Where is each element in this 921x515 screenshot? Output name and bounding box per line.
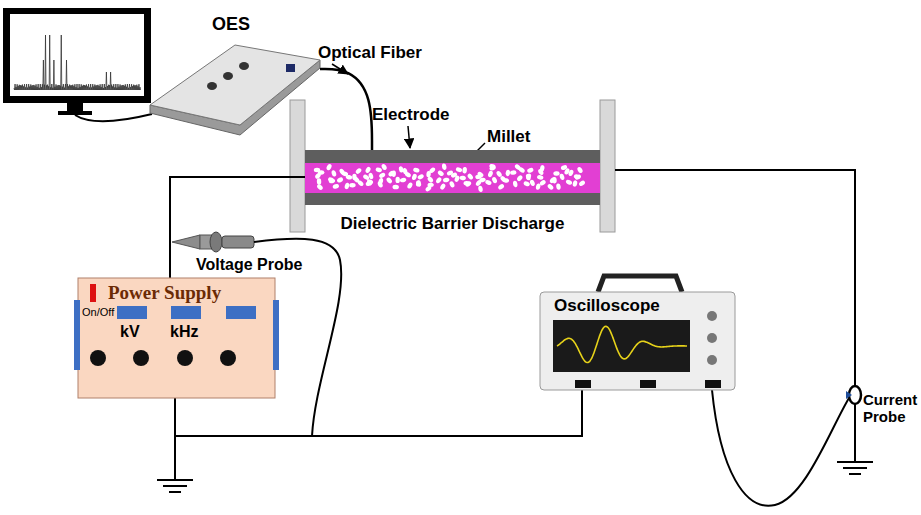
control-label: kHz: [170, 323, 198, 341]
component-label: Voltage Probe: [196, 256, 302, 274]
device-title: Oscilloscope: [554, 296, 660, 316]
device-title: OES: [212, 14, 250, 35]
ground-symbol: [157, 480, 193, 492]
monitor-cable: [75, 114, 152, 121]
component-label: Optical Fiber: [318, 44, 422, 63]
dbd-reactor-tube-shape: [305, 150, 600, 205]
power-supply-box: Power SupplyOn/Off kV kHz: [78, 278, 275, 398]
ground-symbol: [837, 462, 873, 474]
end-cap: [290, 100, 305, 232]
oscilloscope-handle: [598, 276, 682, 292]
component-label: Millet: [487, 128, 530, 147]
control-label: kV: [120, 323, 140, 341]
voltage-probe: [172, 232, 254, 252]
ground-wire: [174, 436, 176, 480]
ground-wire: [854, 403, 856, 462]
component-label: Current Probe: [863, 392, 919, 425]
switch-label: On/Off: [82, 306, 114, 319]
leader-line: [408, 126, 410, 148]
computer-monitor: [3, 8, 151, 115]
oscilloscope-box: Oscilloscope: [540, 292, 735, 390]
dbd-reactor-tube: Dielectric Barrier Discharge: [305, 150, 600, 205]
wire: [170, 177, 305, 278]
spectrometer-device: OES: [150, 14, 320, 140]
optical-fiber: [320, 69, 372, 150]
reactor-title: Dielectric Barrier Discharge: [305, 214, 600, 234]
component-label: Electrode: [372, 106, 449, 125]
end-cap: [600, 100, 615, 232]
device-title: Power Supply: [108, 282, 221, 304]
probe-cable: [712, 390, 849, 506]
